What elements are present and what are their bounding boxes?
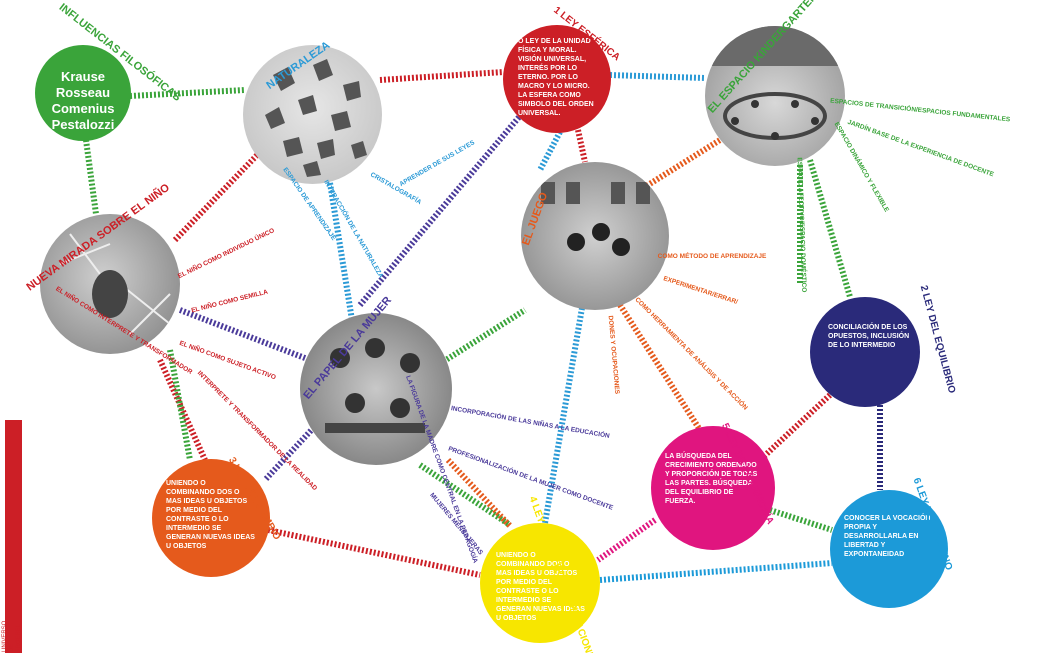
connector-22 (757, 392, 833, 463)
connector-19 (267, 527, 481, 578)
connector-25 (599, 560, 833, 583)
connector-4 (172, 147, 265, 243)
ley2-text: CONCILIACIÓN DE LOS OPUESTOS, INCLUSIÓN … (828, 324, 910, 349)
connector-1 (83, 139, 99, 215)
node-juego[interactable] (521, 162, 669, 310)
connector-10 (807, 159, 853, 298)
side-bar (5, 420, 22, 653)
node-ley-esferica[interactable]: O LEY DE LA UNIDAD FÍSICA Y MORAL. VISIÓ… (503, 25, 611, 133)
node-influencias[interactable]: Krause Rosseau Comenius Pestalozzi (35, 45, 131, 141)
child-photo (59, 233, 171, 335)
connector-17 (167, 349, 193, 461)
game-photo (541, 182, 650, 256)
connector-15 (357, 108, 528, 307)
node-nino[interactable] (40, 214, 180, 354)
connector-11 (178, 307, 312, 363)
connector-6 (537, 130, 563, 172)
influencia-rosseau: Rosseau (55, 85, 111, 100)
node-ley-cambio[interactable]: UNIENDO O COMBINANDO DOS O MAS IDEAS U O… (152, 459, 270, 577)
node-mujer[interactable] (300, 313, 452, 465)
ley1-text: O LEY DE LA UNIDAD FÍSICA Y MORAL. VISIÓ… (518, 38, 594, 117)
influencia-pestalozzi: Pestalozzi (51, 117, 115, 132)
connector-24 (596, 517, 657, 563)
ley6-text: CONOCER LA VOCACIÓN PROPIA Y DESARROLLAR… (844, 515, 931, 558)
side-label-line2: FROEBEL (16, 623, 22, 652)
node-kindergarten[interactable] (705, 26, 845, 166)
side-label-line1: UNIVERSO DE (2, 620, 15, 652)
node-ley-destino[interactable]: CONOCER LA VOCACIÓN PROPIA Y DESARROLLAR… (830, 490, 948, 608)
ley5-text: LA BÚSQUEDA DEL CRECIMIENTO ORDENADO Y P… (665, 453, 758, 505)
connector-13 (542, 307, 585, 524)
connector-3 (609, 72, 706, 81)
connector-26 (445, 457, 513, 529)
connector-7 (575, 129, 588, 163)
crystals-photo (265, 59, 367, 177)
influencia-krause: Krause (60, 69, 106, 84)
ley4-text: UNIENDO O COMBINANDO DOS O MAS IDEAS U O… (496, 552, 585, 622)
kindergarten-photo (705, 26, 845, 140)
connector-23 (769, 507, 833, 533)
connector-0 (129, 87, 246, 99)
side-label: UNIVERSO DE FROEBEL (2, 612, 52, 652)
node-ley-equilibrio[interactable]: CONCILIACIÓN DE LOS OPUESTOS, INCLUSIÓN … (810, 297, 920, 407)
node-naturaleza[interactable] (243, 45, 382, 184)
connector-12 (428, 307, 527, 373)
connector-5 (327, 182, 355, 321)
connector-14 (617, 303, 703, 432)
connector-2 (379, 69, 504, 83)
ley3-text: UNIENDO O COMBINANDO DOS O MAS IDEAS U O… (166, 480, 255, 550)
women-photo (325, 338, 425, 433)
node-ley-armonia[interactable]: LA BÚSQUEDA DEL CRECIMIENTO ORDENADO Y P… (651, 426, 775, 550)
node-ley-transformaciones[interactable]: UNIENDO O COMBINANDO DOS O MAS IDEAS U O… (480, 523, 600, 643)
influencia-comenius: Comenius (51, 101, 115, 116)
